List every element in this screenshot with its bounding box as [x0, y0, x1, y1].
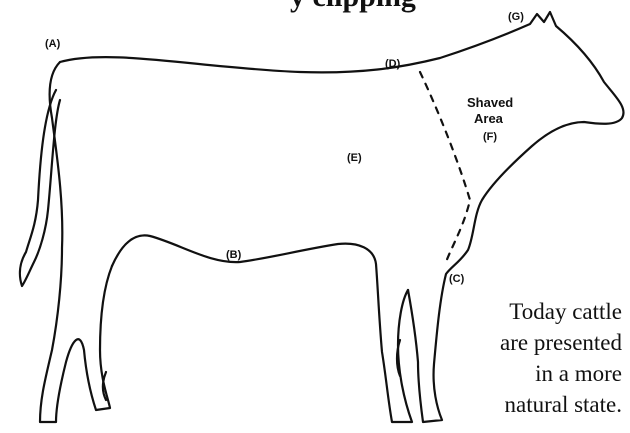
- caption-line: natural state.: [452, 389, 622, 420]
- label-g: (G): [508, 11, 524, 23]
- shaved-area-boundary: [420, 72, 470, 262]
- caption-line: Today cattle: [452, 296, 622, 327]
- caption: Today cattle are presented in a more nat…: [452, 296, 622, 420]
- cattle-tail-outline: [20, 90, 60, 286]
- cattle-hind-legs-outline: [40, 62, 112, 422]
- label-c: (C): [449, 273, 465, 285]
- caption-line: in a more: [452, 358, 622, 389]
- caption-line: are presented: [452, 327, 622, 358]
- label-d: (D): [385, 58, 401, 70]
- label-f: (F): [483, 131, 497, 143]
- label-e: (E): [347, 152, 362, 164]
- label-b: (B): [226, 249, 242, 261]
- label-a: (A): [45, 38, 61, 50]
- shaved-area-label-line2: Area: [474, 111, 504, 126]
- shaved-area-label-line1: Shaved: [467, 95, 513, 110]
- cattle-belly-outline: [112, 235, 412, 422]
